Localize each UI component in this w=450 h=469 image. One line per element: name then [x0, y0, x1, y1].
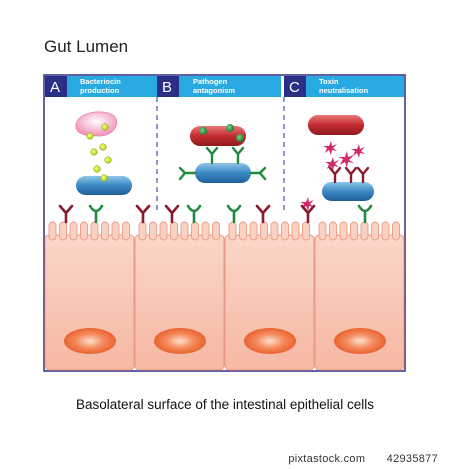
epithelial-layer	[44, 221, 405, 371]
microvillus	[149, 221, 157, 241]
panel-a-label-line1: Bacteriocin	[80, 77, 121, 86]
commensal-bacterium-b	[195, 163, 251, 183]
panel-a-header: A Bacteriocin production	[45, 76, 157, 97]
microvillus	[191, 221, 199, 241]
microvillus	[291, 221, 300, 241]
microvillus	[48, 221, 57, 241]
caption: Basolateral surface of the intestinal ep…	[76, 397, 374, 412]
microvillus	[201, 221, 210, 241]
microvillus	[59, 221, 67, 241]
microvillus	[212, 221, 220, 241]
microvillus	[329, 221, 337, 241]
microvillus	[381, 221, 390, 241]
microvillus	[302, 221, 310, 241]
microvillus	[360, 221, 369, 241]
footer-watermark: pixtastock.com 42935877	[0, 449, 450, 469]
nucleus-3	[244, 328, 296, 354]
panel-b-label-line2: antagonism	[193, 86, 235, 95]
panel-c-label-line2: neutralisation	[319, 86, 369, 95]
microvillus	[270, 221, 279, 241]
pathogen-antagonism	[178, 124, 267, 183]
microvillus	[180, 221, 189, 241]
microvillus	[170, 221, 178, 241]
commensal-bacterium-a	[76, 176, 132, 195]
panel-b-letter: B	[162, 79, 172, 96]
microvillus	[239, 221, 247, 241]
page-title: Gut Lumen	[44, 37, 129, 56]
nucleus-1	[64, 328, 116, 354]
surface-receptors	[58, 204, 373, 224]
microvillus	[80, 221, 88, 241]
microvillus	[101, 221, 109, 241]
microvillus	[122, 221, 130, 241]
panel-a-letter: A	[50, 79, 60, 96]
panel-a-label-line2: production	[80, 86, 120, 95]
commensal-bacterium-c	[322, 182, 374, 201]
watermark-site: pixtastock.com	[288, 453, 366, 465]
panel-c-label-line1: Toxin	[319, 77, 339, 86]
microvillus	[318, 221, 327, 241]
panel-c-header: C Toxin neutralisation	[284, 76, 404, 97]
microvillus	[260, 221, 268, 241]
watermark-text: pixtastock.com 42935877	[288, 453, 438, 465]
nucleus-4	[334, 328, 386, 354]
watermark-id: 42935877	[386, 453, 438, 465]
microvillus	[339, 221, 348, 241]
pathogen-bacterium-c	[308, 115, 364, 135]
microvillus	[281, 221, 289, 241]
microvillus	[392, 221, 400, 241]
microvillus	[90, 221, 99, 241]
bacteriocin-dots	[86, 123, 112, 182]
microvillus	[159, 221, 168, 241]
microvillus	[371, 221, 379, 241]
microvillus	[69, 221, 78, 241]
microvillus	[138, 221, 147, 241]
microvillus	[249, 221, 258, 241]
panel-c-letter: C	[289, 79, 300, 96]
microvillus	[111, 221, 120, 241]
panel-b-label-line1: Pathogen	[193, 77, 228, 86]
nucleus-2	[154, 328, 206, 354]
panel-b-header: B Pathogen antagonism	[157, 76, 281, 97]
microvillus	[350, 221, 358, 241]
toxin-neutralisation	[300, 115, 374, 211]
microvillus	[228, 221, 237, 241]
